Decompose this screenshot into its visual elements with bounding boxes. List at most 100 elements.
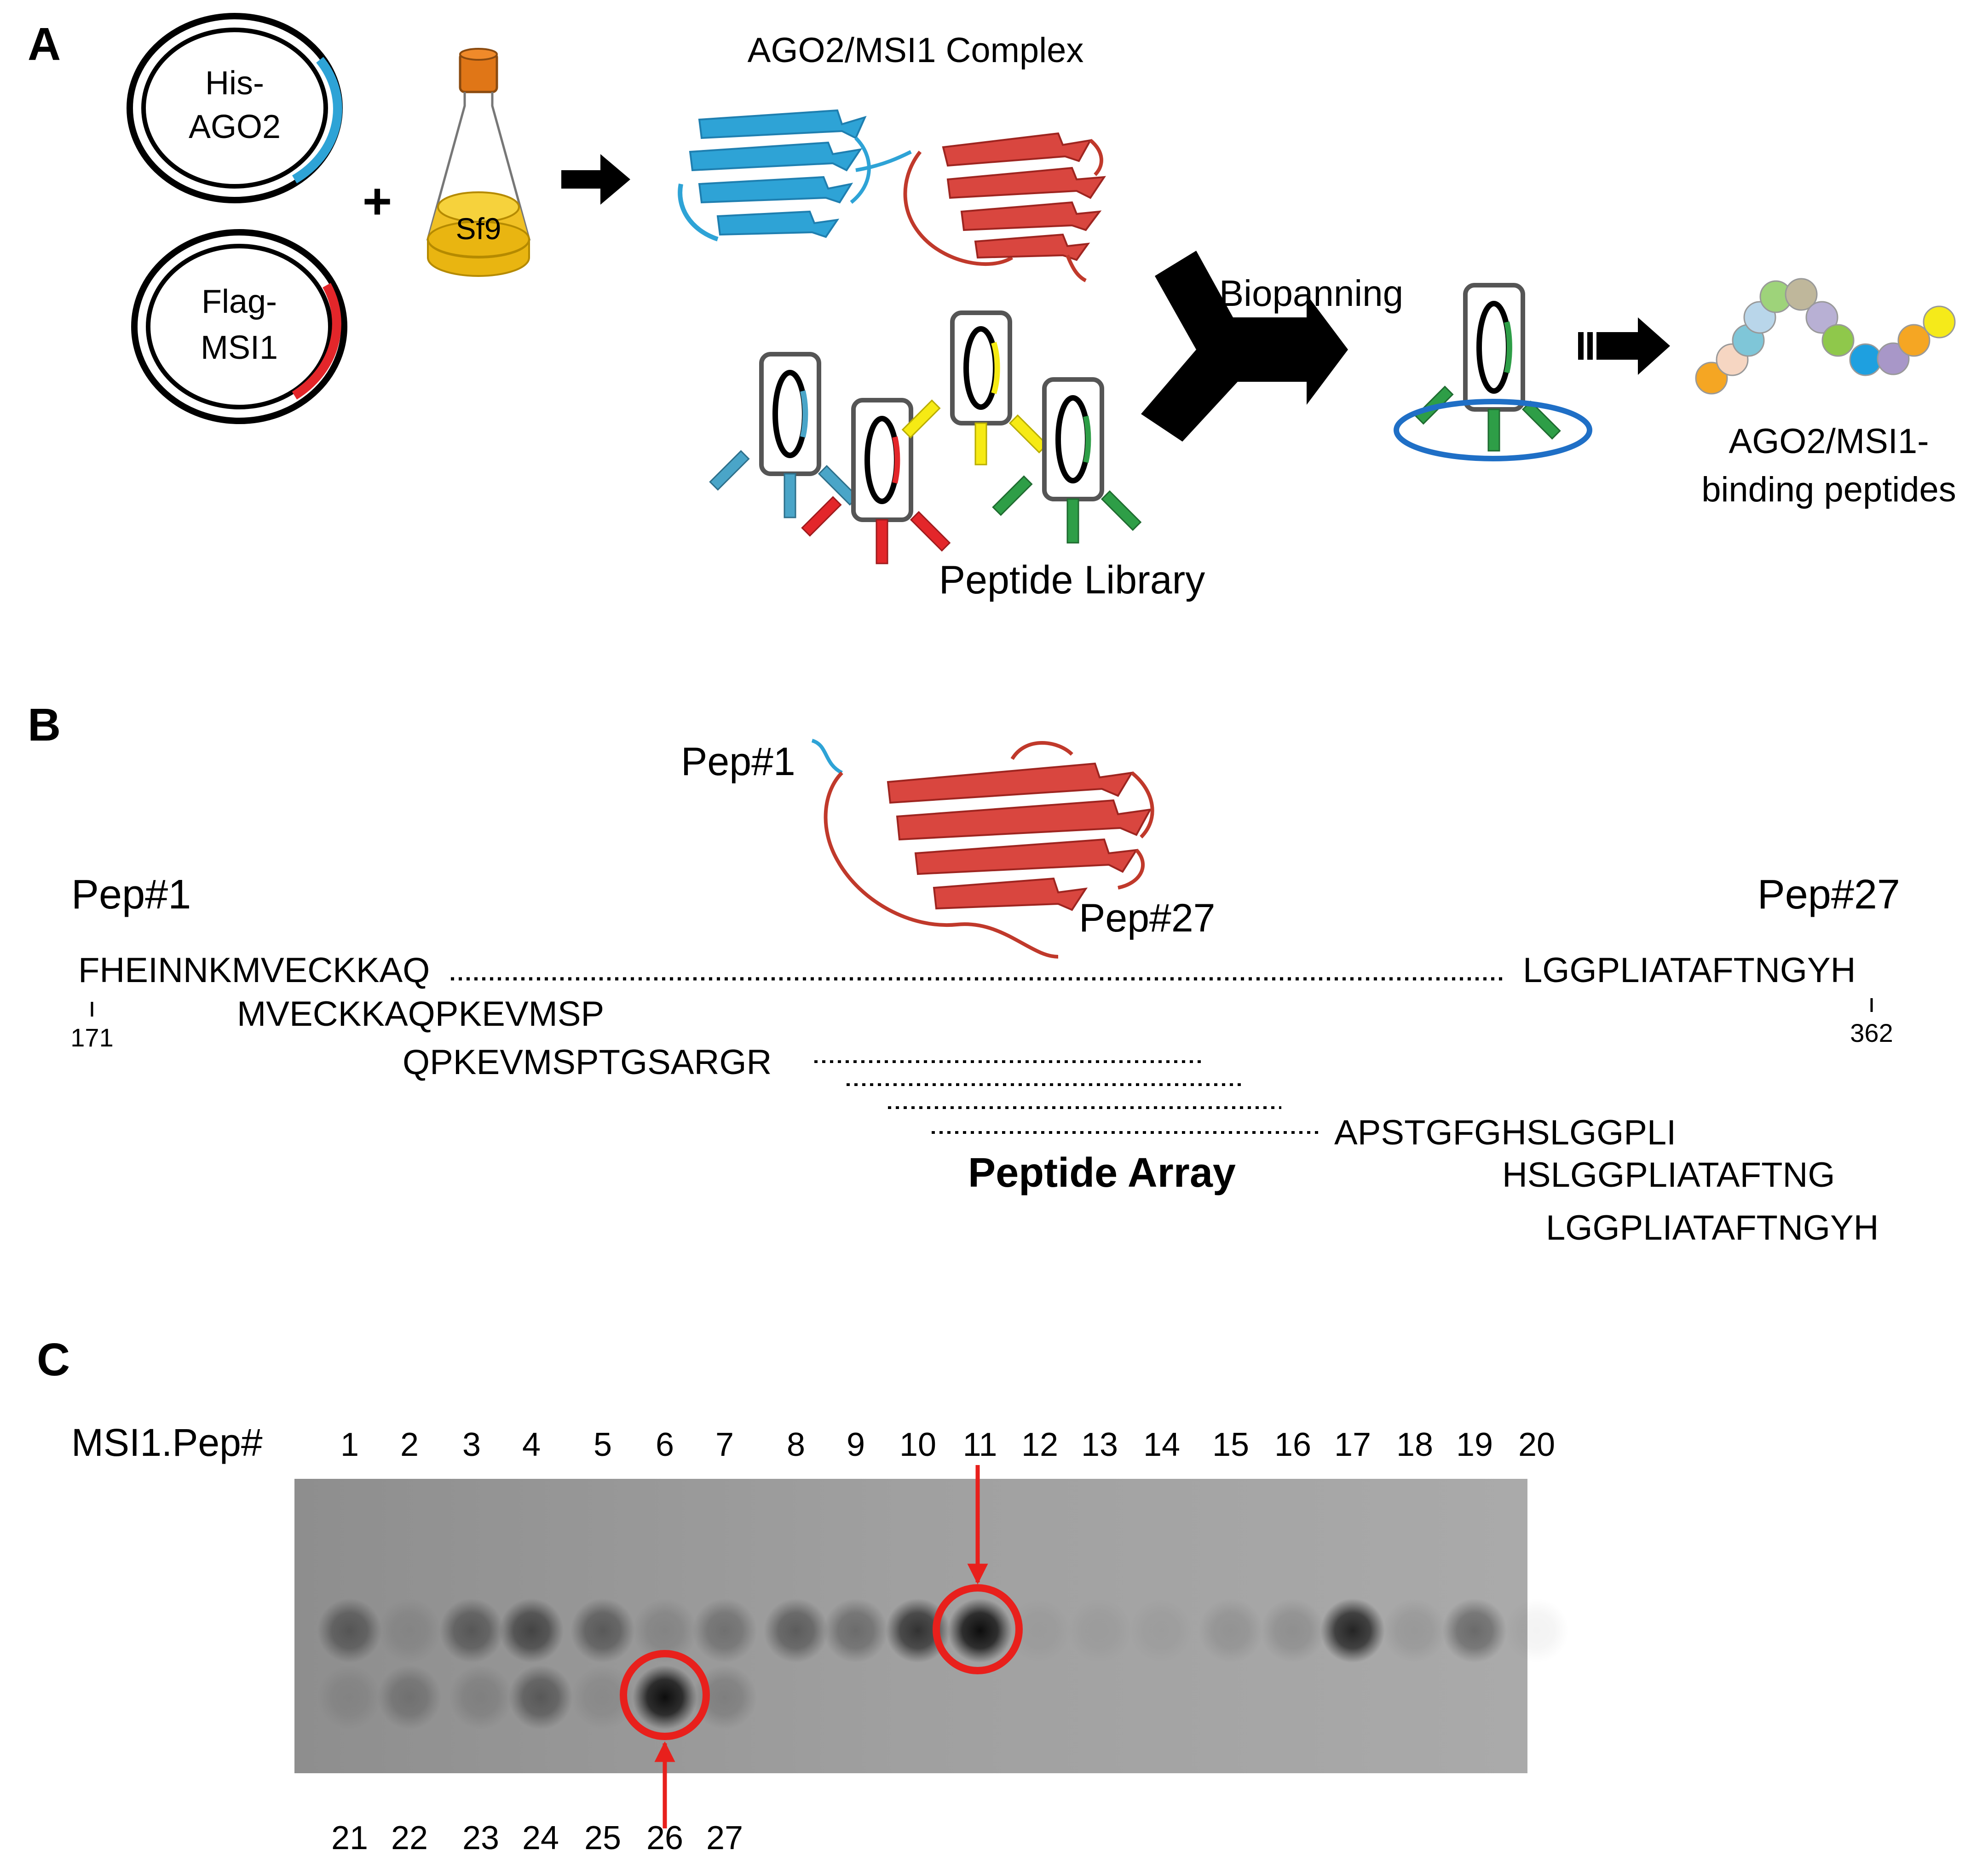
top-number-6: 6 [656,1426,674,1463]
flag-msi1-line2: MSI1 [201,329,278,366]
panel-b-letter: B [28,699,61,751]
flag-msi1-plasmid: Flag- MSI1 [131,229,347,424]
sequence-last: LGGPLIATAFTNGYH [1523,951,1856,990]
capture-bead [1394,399,1592,461]
highlight-circle-pep26 [620,1650,710,1740]
spot-pep-27 [692,1665,757,1730]
sequence-pep2: MVECKKAQPKEVMSP [237,994,604,1034]
top-number-14: 14 [1143,1426,1180,1463]
phage-red [801,398,951,564]
bottom-number-27: 27 [706,1820,743,1856]
spot-pep-8 [764,1598,828,1663]
complex-title: AGO2/MSI1 Complex [748,31,1084,70]
bottom-number-24: 24 [522,1820,559,1856]
spot-pep-24 [508,1665,573,1730]
top-number-1: 1 [340,1426,359,1463]
sf9-label: Sf9 [455,212,501,246]
bottom-number-21: 21 [331,1820,368,1856]
top-number-5: 5 [594,1426,612,1463]
top-number-19: 19 [1456,1426,1493,1463]
position-end: 362 [1850,1018,1893,1047]
phage-yellow [901,310,1048,466]
result-label-line2: binding peptides [1701,470,1956,509]
spot-pep-15 [1199,1598,1263,1663]
phage-blue [709,352,859,518]
spot-pep-10 [886,1598,950,1663]
panel-a-letter: A [28,18,61,70]
spot-pep-23 [449,1665,513,1730]
spot-pep-3 [439,1598,504,1663]
spot-pep-12 [1008,1598,1072,1663]
msi1-structure-a [903,132,1106,282]
his-ago2-line1: His- [205,65,264,102]
biopanning-merge-arrow [1141,251,1348,442]
panel-a: A His- AGO2 Flag- MSI1 + Sf9 [28,13,1956,602]
spot-pep-4 [499,1598,564,1663]
right-pep-label: Pep#27 [1758,872,1900,918]
spot-pep-13 [1067,1598,1132,1663]
spot-pep-1 [317,1598,382,1663]
biopanning-label: Biopanning [1219,273,1403,314]
arrow-to-complex [561,154,630,205]
spot-pep-18 [1383,1598,1447,1663]
his-ago2-line2: AGO2 [189,109,281,145]
flag-msi1-line1: Flag- [202,283,277,320]
top-number-7: 7 [715,1426,734,1463]
spot-pep-20 [1504,1598,1569,1663]
arrow-to-peptides [1578,317,1670,375]
top-number-9: 9 [847,1426,865,1463]
ago2-structure [678,109,912,241]
peptide-array-label: Peptide Array [968,1150,1236,1196]
spot-pep-25 [570,1665,635,1730]
his-ago2-plasmid: His- AGO2 [127,13,343,203]
spot-pep-2 [377,1598,442,1663]
msi1-structure-b [811,739,1154,959]
bottom-number-25: 25 [584,1820,621,1856]
dot-blot-spots [317,1598,1569,1730]
position-start: 171 [70,1023,113,1052]
sf9-flask: Sf9 [426,48,531,277]
spot-pep-5 [570,1598,635,1663]
spot-pep-26 [633,1665,697,1730]
top-number-10: 10 [899,1426,936,1463]
sequence-pep3: QPKEVMSPTGSARGR [403,1043,772,1082]
panel-c-letter: C [37,1334,70,1385]
bottom-number-row: 21 22 23 24 25 26 27 [331,1820,743,1856]
highlight-circle-pep11 [933,1584,1023,1674]
top-number-3: 3 [462,1426,481,1463]
top-number-15: 15 [1212,1426,1249,1463]
top-number-2: 2 [400,1426,419,1463]
sequence-first: FHEINNKMVECKKAQ [78,951,430,990]
selected-phage [1394,283,1592,461]
spot-pep-9 [824,1598,888,1663]
top-number-16: 16 [1274,1426,1311,1463]
bottom-number-22: 22 [391,1820,428,1856]
sequence-pep26: HSLGGPLIATAFTNG [1502,1155,1835,1195]
spot-pep-16 [1261,1598,1325,1663]
structure-label-pep1: Pep#1 [681,740,795,784]
top-number-12: 12 [1021,1426,1058,1463]
structure-label-pep27: Pep#27 [1079,896,1216,940]
library-label: Peptide Library [939,558,1205,602]
spot-pep-19 [1442,1598,1507,1663]
spot-pep-22 [377,1665,442,1730]
spot-pep-17 [1320,1598,1385,1663]
plus-sign: + [363,173,392,230]
bottom-number-26: 26 [646,1820,683,1856]
bottom-number-23: 23 [462,1820,499,1856]
result-label-line1: AGO2/MSI1- [1729,422,1929,461]
phage-green [992,377,1142,544]
spot-pep-7 [692,1598,757,1663]
left-pep-label: Pep#1 [71,872,191,918]
peptide-chain [1695,278,1956,395]
sequence-pep25: APSTGFGHSLGGPLI [1334,1113,1676,1152]
sequence-pep27: LGGPLIATAFTNGYH [1546,1208,1879,1247]
top-number-8: 8 [787,1426,805,1463]
spot-pep-14 [1129,1598,1194,1663]
spot-pep-21 [317,1665,382,1730]
panel-b: B Pep#1 Pep#27 Pep#1 Pep#27 FHEINNKMVECK… [28,699,1900,1247]
row-label: MSI1.Pep# [71,1421,263,1464]
